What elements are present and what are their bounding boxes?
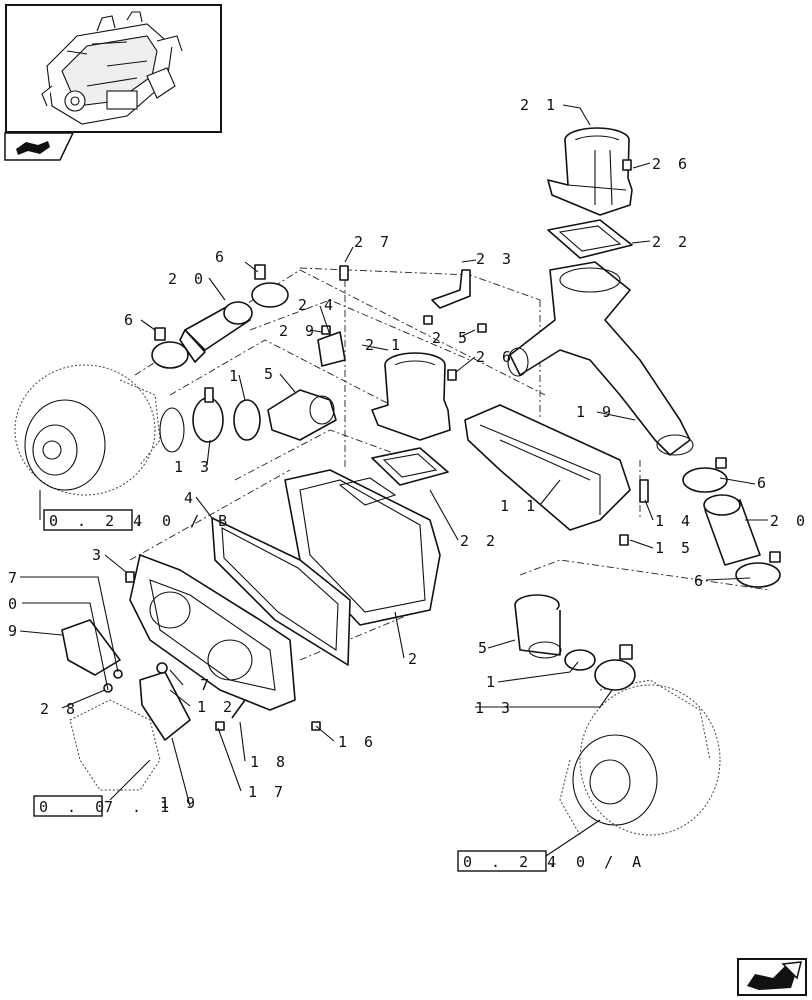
- gasket-22-top: [547, 219, 633, 259]
- outlet-elbow-21-mid: [371, 352, 451, 441]
- callout-7: 7: [200, 676, 213, 694]
- callout-28: 2 8: [40, 700, 79, 718]
- callout-26: 2 6: [652, 155, 691, 173]
- sleeve-20-right: [703, 494, 761, 566]
- callout-19: 1 9: [576, 403, 615, 421]
- engine-thumbnail-icon: [41, 11, 183, 125]
- sleeve-20-left: [179, 301, 253, 363]
- outlet-elbow-21-top: [547, 127, 633, 216]
- next-page-button[interactable]: [737, 958, 807, 996]
- reference-box-text: 0 . 0: [39, 798, 109, 816]
- pipe-5-left: [267, 389, 337, 441]
- callout-5: 5: [264, 365, 277, 383]
- clamp-13-right: [594, 644, 636, 691]
- reference-box-text: 0 . 2 4: [49, 512, 147, 530]
- callout-2: 2: [408, 650, 421, 668]
- callout-15: 1 5: [655, 539, 694, 557]
- callout-14: 1 4: [655, 512, 694, 530]
- callout-9: 9: [8, 622, 21, 640]
- leader-lines: [19, 104, 768, 861]
- callout-5: 5: [478, 639, 491, 657]
- gasket-4: [211, 517, 351, 666]
- callout-29: 2 9: [279, 322, 318, 340]
- callout-labels: 2 1 2 6 2 2 2 7 2 3 2 0 6 2 4 6 2 9 2 1 …: [8, 96, 809, 812]
- callout-22: 2 2: [460, 532, 499, 550]
- callout-25: 2 5: [432, 329, 471, 347]
- callout-13: 1 3: [174, 458, 213, 476]
- clamp-6-right-top: [682, 457, 728, 493]
- reference-suffix-text: 7 . 1: [104, 798, 174, 816]
- manifold-body-12: [129, 554, 296, 711]
- callout-21: 2 1: [365, 336, 404, 354]
- callout-6: 6: [694, 572, 707, 590]
- clamp-6-right-bottom: [735, 551, 781, 588]
- callout-24: 2 4: [298, 296, 337, 314]
- crossmember-11: [464, 404, 631, 531]
- callout-16: 1 6: [338, 733, 377, 751]
- engine-thumbnail: [5, 4, 222, 133]
- book-page-icon: [4, 132, 75, 161]
- engine-block-fragment: [69, 699, 161, 791]
- pipe-5-right: [514, 594, 562, 659]
- book-page-tab[interactable]: [4, 132, 75, 162]
- clamp-6-left: [151, 327, 189, 369]
- callout-6: 6: [757, 474, 770, 492]
- clamp-13-left: [192, 387, 224, 443]
- reference-box: [43, 509, 133, 531]
- reference-link-0-24-0-A[interactable]: 0 . 2 4 . 0 / A: [457, 850, 646, 872]
- seal-ring-1-right: [564, 649, 596, 671]
- callout-0: 0: [8, 595, 21, 613]
- turbocharger-left: [14, 364, 185, 496]
- callout-17: 1 7: [248, 783, 287, 801]
- bracket-24: [317, 331, 346, 367]
- exhaust-y-pipe-19: [507, 261, 694, 456]
- reference-link-0-24-0-B[interactable]: 0 . 2 4 . 0 / B: [43, 509, 232, 531]
- callout-1: 1: [486, 673, 499, 691]
- callout-3: 3: [92, 546, 105, 564]
- reference-suffix-text: . 0 / A: [548, 853, 646, 871]
- callout-6: 6: [215, 248, 228, 266]
- reference-suffix-text: . 0 / B: [134, 512, 232, 530]
- reference-link-0-07-1[interactable]: 0 . 0 7 . 1: [33, 795, 174, 817]
- callout-19b: 1 9: [160, 794, 199, 812]
- bracket-23: [431, 269, 471, 309]
- reference-box: [457, 850, 547, 872]
- reference-box: [33, 795, 103, 817]
- callout-23: 2 3: [476, 250, 515, 268]
- turbocharger-right: [559, 679, 721, 836]
- callout-22: 2 2: [652, 233, 691, 251]
- arrow-next-page-icon: [747, 961, 802, 990]
- callout-21: 2 1: [520, 96, 559, 114]
- reference-box-text: 0 . 2 4: [463, 853, 561, 871]
- callout-13: 1 3: [475, 699, 514, 717]
- bolts: [103, 159, 649, 731]
- callout-27: 2 7: [354, 233, 393, 251]
- callout-18: 1 8: [250, 753, 289, 771]
- callout-4: 4: [184, 489, 197, 507]
- clamp-6-top: [251, 264, 289, 308]
- seal-ring-1-left: [233, 399, 261, 441]
- callout-1: 1: [229, 367, 242, 385]
- callout-6: 6: [124, 311, 137, 329]
- callout-20: 2 0: [770, 512, 809, 530]
- cover-plate-9: [61, 619, 191, 741]
- callout-20: 2 0: [168, 270, 207, 288]
- callout-11: 1 1: [500, 497, 539, 515]
- gasket-22-mid: [371, 447, 449, 486]
- callout-26: 2 6: [476, 348, 515, 366]
- callout-12: 1 2: [197, 698, 236, 716]
- callout-7: 7: [8, 569, 21, 587]
